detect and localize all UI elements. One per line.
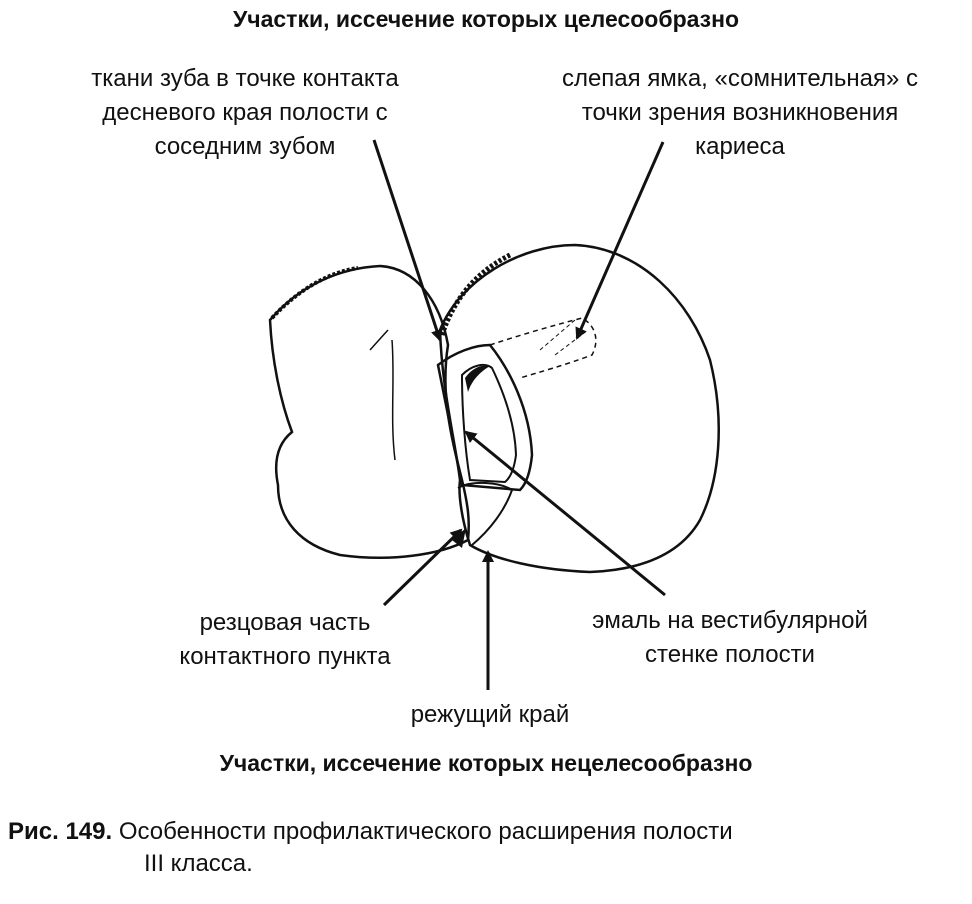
caption-text-line1: Особенности профилактического расширения… — [118, 818, 733, 845]
left-tooth-outline — [268, 264, 470, 559]
left-tooth-shading — [270, 266, 359, 320]
arrow-blind-pit — [575, 141, 665, 340]
arrow-vestibular-enamel — [464, 430, 666, 597]
label-vestibular-enamel: эмаль на вестибулярной стенке полости — [592, 607, 868, 668]
figure-number: Рис. 149. — [8, 818, 113, 845]
blind-pit-hatch — [539, 319, 589, 356]
arrow-contact-tissue — [372, 139, 443, 342]
cavity-outer — [436, 343, 534, 492]
label-cutting-edge: режущий край — [410, 701, 570, 728]
cavity-dark-wall — [465, 365, 490, 392]
label-contact-tissue: ткани зуба в точке контакта десневого кр… — [91, 65, 399, 160]
right-tooth-shading — [439, 252, 512, 336]
right-tooth-outline — [438, 243, 720, 574]
caption-text-line2: III класса. — [144, 850, 253, 877]
figure-caption: Рис. 149. Особенности профилактического … — [8, 816, 733, 880]
incisal-lobe — [457, 482, 514, 546]
label-incisal-contact: резцовая часть контактного пункта — [179, 609, 391, 670]
top-heading: Участки, иссечение которых целесообразно — [232, 6, 740, 32]
left-tooth-contour — [369, 329, 396, 461]
bottom-heading: Участки, иссечение которых нецелесообраз… — [219, 750, 753, 776]
arrow-incisal-contact — [382, 528, 463, 607]
label-blind-pit: слепая ямка, «сомнительная» с точки зрен… — [561, 65, 919, 160]
